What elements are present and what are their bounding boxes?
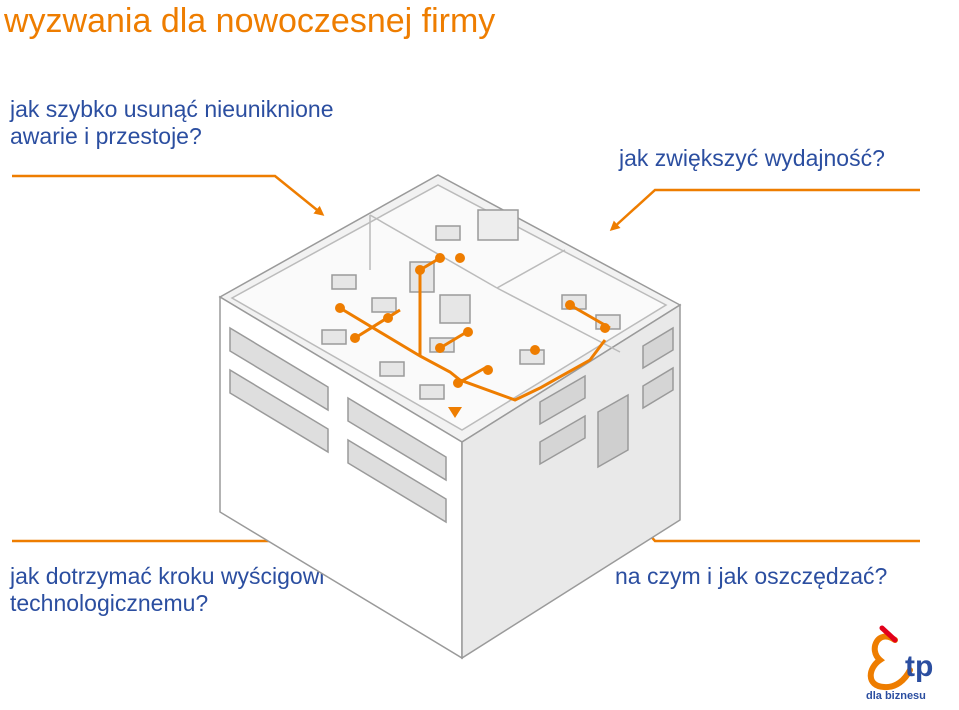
callout-arrow-efficiency	[609, 188, 920, 232]
question-efficiency: jak zwiększyć wydajność?	[619, 145, 885, 171]
building-right-facade	[461, 303, 681, 660]
callout-arrow-downtime	[12, 174, 325, 216]
logo-tagline: dla biznesu	[866, 690, 926, 702]
question-downtime-text: jak szybko usunąć nieuniknione awarie i …	[10, 96, 334, 149]
tp-wordmark: tp	[905, 650, 933, 683]
slide-title: wyzwania dla nowoczesnej firmy	[4, 2, 496, 40]
question-technology: jak dotrzymać kroku wyścigowi technologi…	[10, 563, 324, 617]
network-nodes	[335, 253, 610, 418]
building	[218, 174, 682, 660]
question-technology-text: jak dotrzymać kroku wyścigowi technologi…	[10, 563, 325, 616]
tp-logo-icon	[867, 625, 913, 691]
question-downtime: jak szybko usunąć nieuniknione awarie i …	[10, 96, 333, 150]
question-savings: na czym i jak oszczędzać?	[615, 563, 888, 589]
